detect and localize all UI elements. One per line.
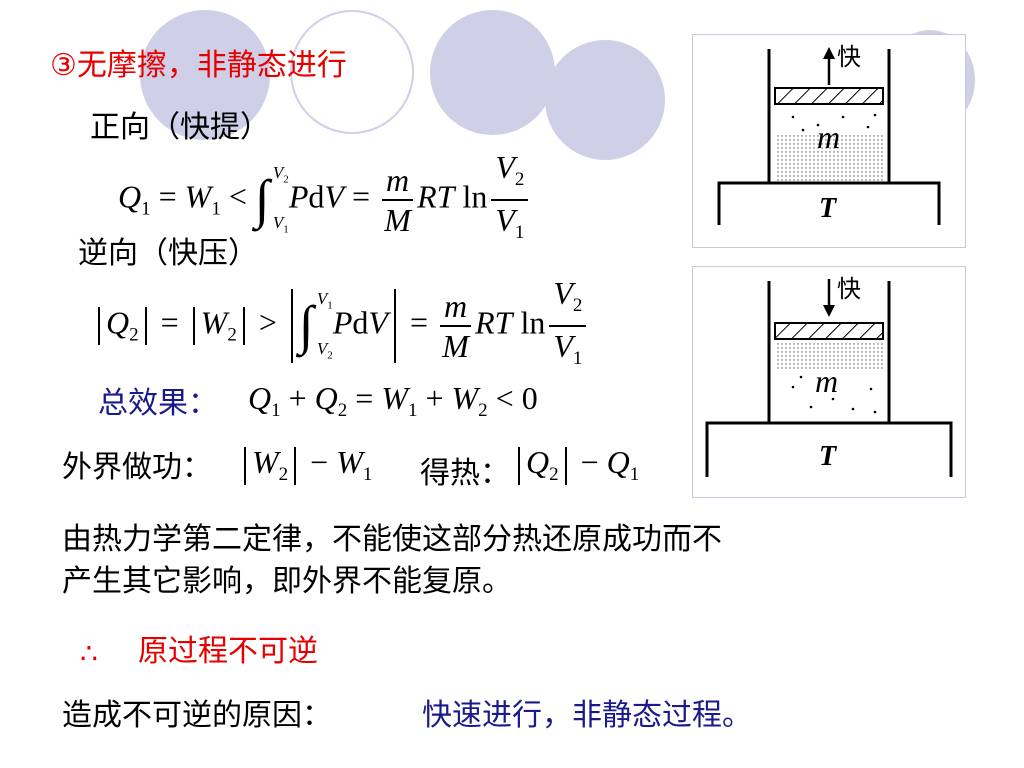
explanation-line-2: 产生其它影响，即外界不能复原。 xyxy=(62,564,512,599)
piston xyxy=(774,87,884,105)
piston-diagram-top xyxy=(717,47,941,225)
temp-label-bottom: T xyxy=(819,441,837,472)
gas-sparse-dots xyxy=(791,113,877,132)
decor-circle-2 xyxy=(290,10,414,134)
work-expression: W2−W1 xyxy=(238,444,372,486)
reverse-label: 逆向（快压） xyxy=(78,236,258,271)
temp-label-top: T xyxy=(819,193,837,224)
decor-circle-1 xyxy=(140,10,270,140)
heat-reservoir xyxy=(717,181,941,225)
fast-label-top: 快 xyxy=(837,43,861,71)
gas-sparse-dots xyxy=(791,375,877,414)
piston-figure-bottom: 快 m T xyxy=(692,266,966,498)
arrow-up-icon xyxy=(823,47,835,59)
piston xyxy=(774,322,884,340)
conclusion-text: 原过程不可逆 xyxy=(138,634,318,669)
mass-label-top: m xyxy=(817,119,841,155)
gas-dense-region xyxy=(775,135,883,183)
therefore-symbol: ∴ xyxy=(80,637,98,670)
mass-label-bottom: m xyxy=(815,363,839,399)
decor-circle-3 xyxy=(430,10,555,135)
cause-text: 快速进行，非静态过程。 xyxy=(422,698,752,733)
fast-label-bottom: 快 xyxy=(837,275,861,303)
cause-label: 造成不可逆的原因： xyxy=(62,698,332,733)
total-effect-equation: Q1+Q2=W1+W2<0 xyxy=(248,380,538,421)
forward-label: 正向（快提） xyxy=(90,110,270,145)
piston-diagram-bottom xyxy=(705,279,953,477)
explanation-line-1: 由热力学第二定律，不能使这部分热还原成功而不 xyxy=(62,522,722,557)
heat-reservoir xyxy=(705,421,953,477)
gas-dense-region xyxy=(775,341,883,371)
piston-figure-top: 快 m T xyxy=(692,34,966,248)
heat-expression: Q2−Q1 xyxy=(512,444,639,486)
decor-circle-4 xyxy=(545,40,665,160)
heat-label: 得热： xyxy=(420,456,510,491)
work-label: 外界做功： xyxy=(62,450,212,485)
arrow-down-icon xyxy=(823,305,835,317)
slide-title: ③无摩擦，非静态进行 xyxy=(50,48,347,83)
total-effect-label: 总效果： xyxy=(98,386,218,421)
